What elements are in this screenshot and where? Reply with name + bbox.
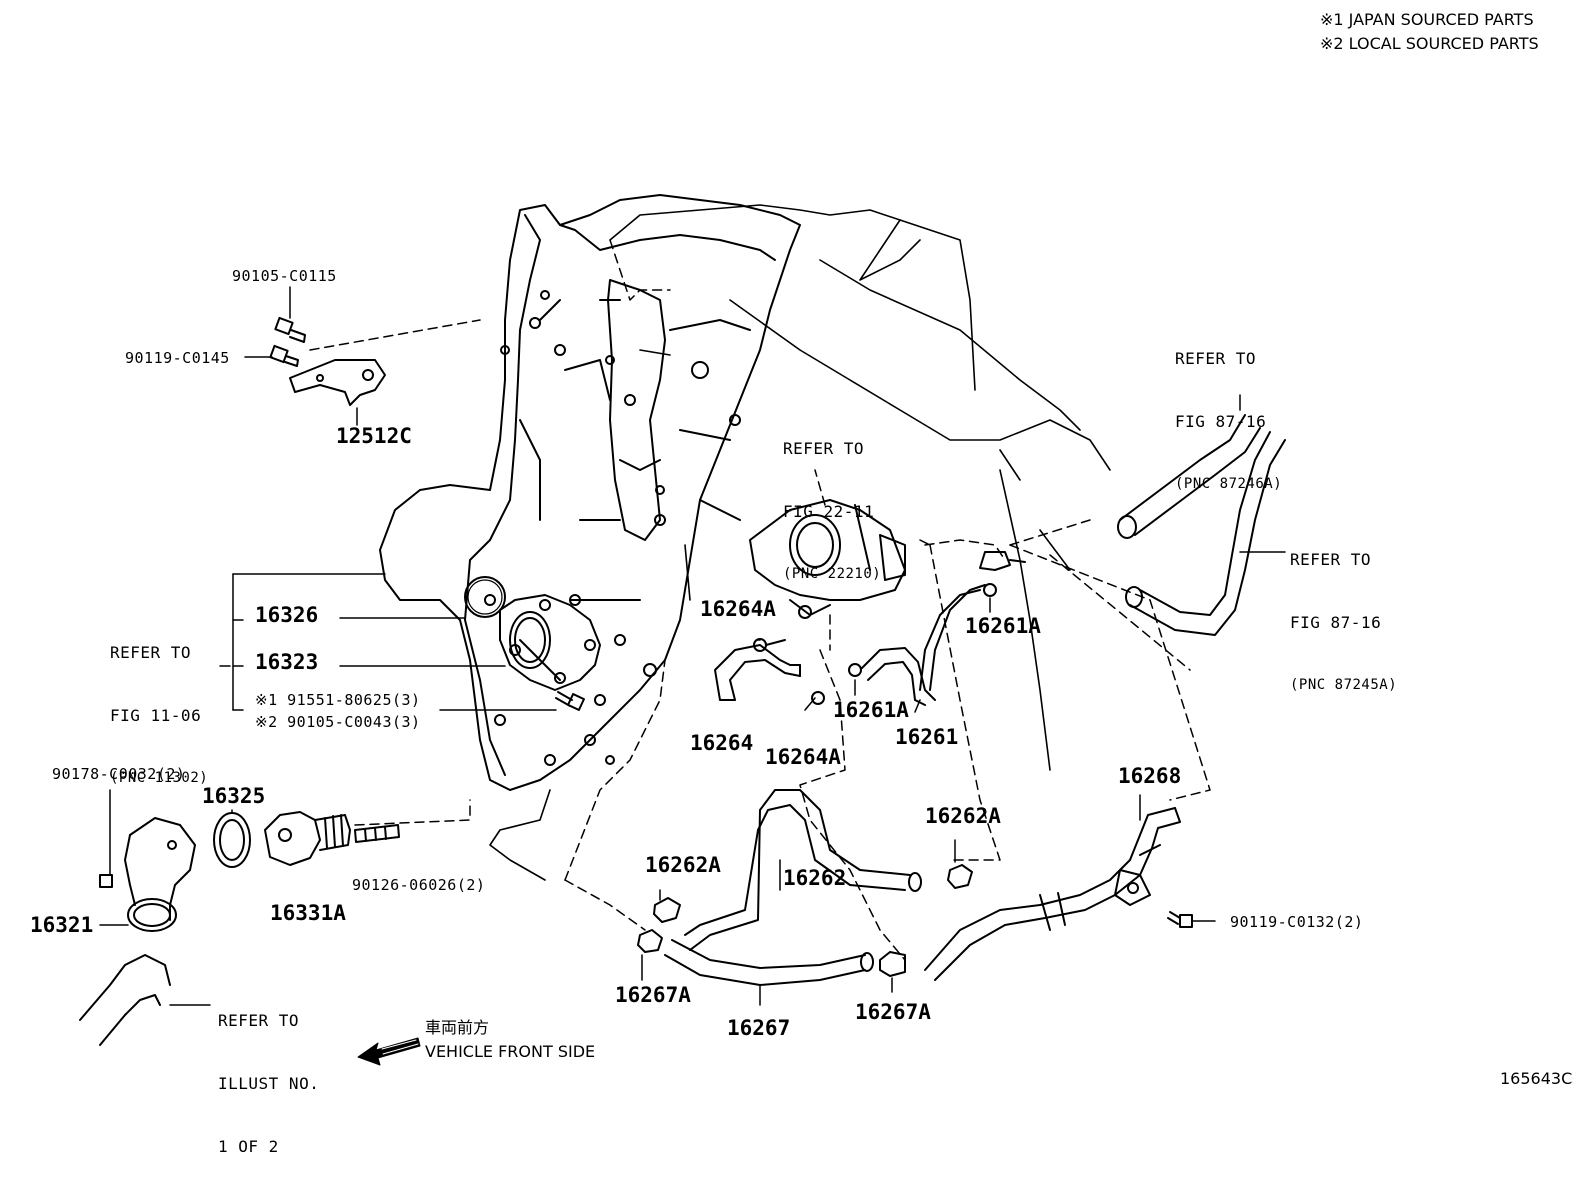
dashed-leaders: [309, 239, 1211, 961]
part-label-16261a-mid: 16261A: [833, 698, 909, 722]
note-japan-sourced: ※1 JAPAN SOURCED PARTS: [1320, 10, 1534, 29]
part-label-16261: 16261: [895, 725, 959, 749]
hose-16262: [684, 789, 922, 951]
ref-fig-22-11: REFER TO FIG 22-11 (PNC 22210): [783, 439, 882, 582]
part-label-16268: 16268: [1118, 764, 1182, 788]
heater-hose-87246a: [1117, 414, 1261, 539]
timing-cover: [379, 194, 801, 791]
throttle-body: [749, 499, 906, 619]
part-label-90178: 90178-C0032(2): [52, 765, 186, 783]
part-label-90119-c0132: 90119-C0132(2): [1230, 913, 1364, 931]
pipe-16268: [924, 807, 1181, 981]
clip-16261a-mid: [848, 663, 862, 677]
part-label-91551: ※1 91551-80625(3): [255, 691, 421, 709]
thermostat-16331a: [264, 811, 351, 866]
clip-16267a-right: [879, 951, 906, 977]
gasket-16325: [213, 812, 251, 868]
bolt-90119-c0145: [269, 344, 299, 367]
part-label-16321: 16321: [30, 913, 94, 937]
part-label-90105-c0115: 90105-C0115: [232, 267, 337, 285]
hose-16267: [664, 939, 874, 986]
ref-fig-87-16-b: REFER TO FIG 87-16 (PNC 87245A): [1290, 550, 1398, 693]
hose-stub-right: [979, 551, 1026, 571]
part-label-16264a-top: 16264A: [700, 597, 776, 621]
ref-illust-no: REFER TO ILLUST NO. 1 OF 2: [218, 1011, 320, 1156]
direction-label-jp: 車両前方: [425, 1018, 490, 1037]
part-label-90126: 90126-06026(2): [352, 876, 486, 894]
stud-90126: [354, 824, 400, 843]
figure-id: 165643C: [1500, 1069, 1573, 1088]
water-inlet-16321: [124, 817, 196, 932]
part-label-16262a-right: 16262A: [925, 804, 1001, 828]
part-label-90119-c0145: 90119-C0145: [125, 349, 230, 367]
ref-fig-11-06: REFER TO FIG 11-06 (PNC 11302): [110, 643, 209, 786]
clip-16262a-right: [947, 864, 973, 889]
heater-hose-87245a: [1125, 431, 1286, 636]
bracket-12512c: [289, 359, 386, 406]
part-label-16264: 16264: [690, 731, 754, 755]
clip-16262a-left: [653, 897, 681, 923]
bolt-91551: [555, 691, 585, 711]
clip-16264a-top: [753, 638, 786, 652]
bolt-90105-c0115: [274, 316, 306, 343]
part-label-16264a-bot: 16264A: [765, 745, 841, 769]
parts-diagram: ※1 JAPAN SOURCED PARTS ※2 LOCAL SOURCED …: [30, 10, 1573, 1156]
o-ring-16326: [464, 576, 506, 618]
clip-16264a-bot: [811, 691, 825, 705]
diagram-drawing: [79, 194, 1286, 1066]
clip-16261a-right: [983, 583, 997, 597]
part-label-16267a-right: 16267A: [855, 1000, 931, 1024]
part-label-16326: 16326: [255, 603, 319, 627]
part-label-90105-c0043: ※2 90105-C0043(3): [255, 713, 421, 731]
part-label-16331a: 16331A: [270, 901, 346, 925]
hose-16261: [861, 584, 986, 706]
part-label-16262a-left: 16262A: [645, 853, 721, 877]
part-label-16262: 16262: [783, 866, 847, 890]
arrow-icon: [357, 1037, 421, 1066]
direction-label-en: VEHICLE FRONT SIDE: [425, 1042, 596, 1061]
part-label-16267: 16267: [727, 1016, 791, 1040]
bolt-90178: [99, 874, 113, 888]
clip-16267a-left: [637, 929, 663, 953]
part-label-16325: 16325: [202, 784, 266, 808]
part-label-16261a-right: 16261A: [965, 614, 1041, 638]
leader-lines: [99, 286, 1286, 1006]
engine-block-outline: [489, 204, 1111, 881]
note-local-sourced: ※2 LOCAL SOURCED PARTS: [1320, 34, 1539, 53]
bolt-90119-c0132: [1167, 911, 1193, 928]
part-label-12512c: 12512C: [336, 424, 412, 448]
part-label-16267a-left: 16267A: [615, 983, 691, 1007]
housing-16323: [499, 594, 601, 691]
ref-fig-87-16-a: REFER TO FIG 87-16 (PNC 87246A): [1175, 349, 1283, 492]
hose-illust: [79, 954, 171, 1046]
part-label-16323: 16323: [255, 650, 319, 674]
hose-16264: [714, 644, 801, 701]
